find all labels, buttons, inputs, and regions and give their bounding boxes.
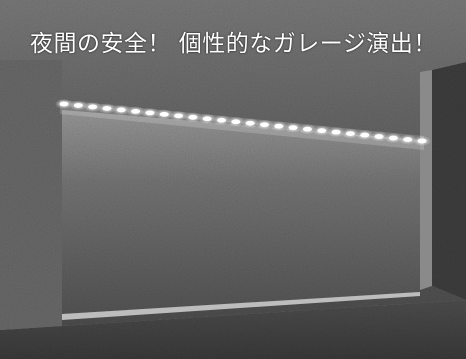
garage-door xyxy=(62,110,420,314)
led-light xyxy=(388,135,398,141)
left-pillar xyxy=(0,60,62,359)
door-bottom-edge xyxy=(62,292,420,320)
led-light xyxy=(302,126,312,132)
led-light xyxy=(202,116,212,122)
led-light xyxy=(88,104,98,110)
side-doorway xyxy=(432,62,466,300)
led-light xyxy=(259,122,269,128)
led-light xyxy=(345,131,355,137)
led-light xyxy=(374,134,384,139)
led-light xyxy=(131,109,141,114)
led-light xyxy=(417,138,427,144)
led-light xyxy=(102,106,112,111)
photo-caption: 夜間の安全！ 個性的なガレージ演出！ xyxy=(30,31,437,57)
led-light xyxy=(317,128,327,134)
led-light xyxy=(245,120,255,126)
led-light xyxy=(145,110,155,116)
led-light xyxy=(116,107,126,113)
led-light xyxy=(217,117,227,123)
led-light xyxy=(231,119,241,125)
led-light xyxy=(73,103,83,108)
garage-floor xyxy=(0,300,466,359)
doorway-frame xyxy=(420,70,432,290)
led-light xyxy=(188,114,198,120)
led-light xyxy=(360,132,370,138)
led-light xyxy=(59,101,69,107)
led-light xyxy=(331,129,341,135)
led-light xyxy=(174,113,184,119)
led-light xyxy=(288,125,298,131)
led-light xyxy=(159,111,169,117)
led-strip xyxy=(55,99,431,146)
led-light xyxy=(403,137,413,142)
led-light xyxy=(274,123,284,129)
